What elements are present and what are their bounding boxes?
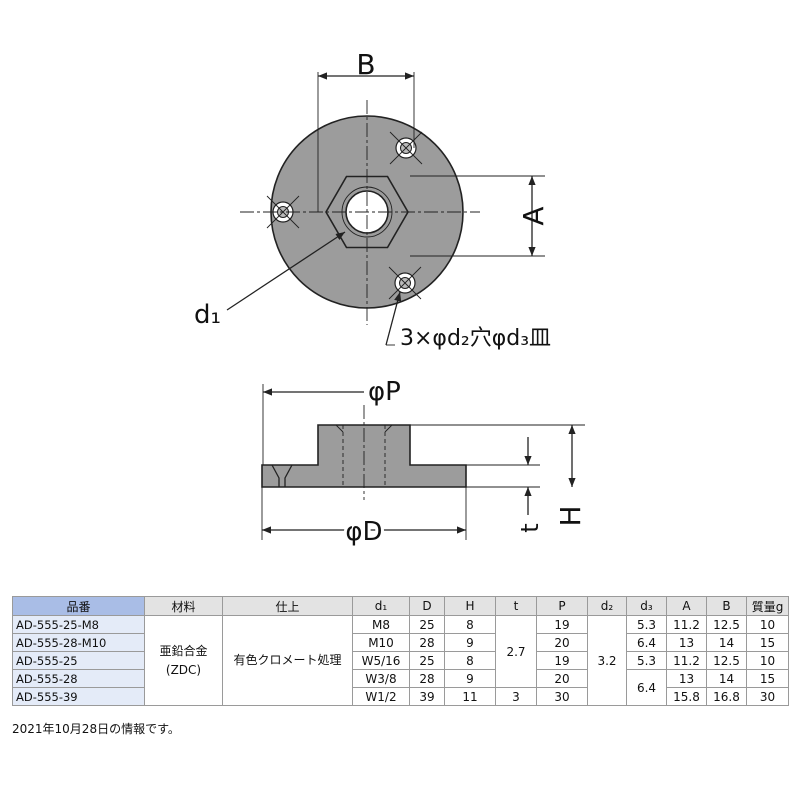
cell-a: 11.2 xyxy=(666,615,707,634)
material-text: 亜鉛合金 (ZDC) xyxy=(159,643,208,677)
header-p: P xyxy=(536,596,588,616)
cell-mass: 10 xyxy=(746,615,789,634)
cell-d2-merged: 3.2 xyxy=(587,615,627,706)
cell-code: AD-555-28-M10 xyxy=(12,633,145,652)
cell-d: 25 xyxy=(409,651,445,670)
cell-code: AD-555-28 xyxy=(12,669,145,688)
table-header-row: 品番 材料 仕上 d₁ D H t P d₂ d₃ A B 質量g xyxy=(12,596,789,616)
cell-p: 30 xyxy=(536,687,588,706)
cell-h: 8 xyxy=(444,651,496,670)
cell-b: 14 xyxy=(706,633,747,652)
top-view: B A d₁ 3×φd₂穴φd₃皿 xyxy=(194,48,551,351)
header-b: B xyxy=(706,596,747,616)
cell-material: 亜鉛合金 (ZDC) xyxy=(144,615,223,706)
cell-p: 19 xyxy=(536,651,588,670)
cell-a: 13 xyxy=(666,633,707,652)
side-view: φP φD t H xyxy=(261,377,587,550)
cell-b: 16.8 xyxy=(706,687,747,706)
header-material: 材料 xyxy=(144,596,223,616)
cell-b: 12.5 xyxy=(706,615,747,634)
dim-d-label: φD xyxy=(345,517,382,547)
cell-d1: W5/16 xyxy=(352,651,410,670)
dim-b-label: B xyxy=(356,48,375,81)
cell-mass: 15 xyxy=(746,669,789,688)
cell-code: AD-555-39 xyxy=(12,687,145,706)
spec-table: 品番 材料 仕上 d₁ D H t P d₂ d₃ A B 質量g AD-555… xyxy=(12,596,789,706)
cell-mass: 30 xyxy=(746,687,789,706)
cell-p: 19 xyxy=(536,615,588,634)
cell-h: 9 xyxy=(444,669,496,688)
cell-a: 11.2 xyxy=(666,651,707,670)
cell-mass: 15 xyxy=(746,633,789,652)
dim-h-label: H xyxy=(554,505,587,526)
cell-d3: 5.3 xyxy=(626,615,667,634)
table-row: AD-555-28 W3/8 28 9 20 6.4 13 14 15 xyxy=(12,669,789,706)
dim-d1-label: d₁ xyxy=(194,300,221,330)
header-d1: d₁ xyxy=(352,596,410,616)
header-code: 品番 xyxy=(12,596,145,616)
cell-d: 39 xyxy=(409,687,445,706)
cell-h: 8 xyxy=(444,615,496,634)
hole-note: 3×φd₂穴φd₃皿 xyxy=(400,326,551,351)
cell-p: 20 xyxy=(536,633,588,652)
header-h: H xyxy=(444,596,496,616)
table-row: AD-555-25 W5/16 25 8 19 5.3 11.2 12.5 10 xyxy=(12,651,789,670)
cell-code: AD-555-25 xyxy=(12,651,145,670)
cell-d1: M10 xyxy=(352,633,410,652)
table-row: AD-555-28-M10 M10 28 9 20 6.4 13 14 15 xyxy=(12,633,789,652)
cell-d1: W3/8 xyxy=(352,669,410,688)
cell-code: AD-555-25-M8 xyxy=(12,615,145,634)
dim-t-label: t xyxy=(516,523,544,532)
cell-mass: 10 xyxy=(746,651,789,670)
dim-p-label: φP xyxy=(368,377,401,407)
cell-t: 3 xyxy=(495,687,537,706)
cell-b: 12.5 xyxy=(706,651,747,670)
header-finish: 仕上 xyxy=(222,596,353,616)
header-d2: d₂ xyxy=(587,596,627,616)
table-row: AD-555-39 W1/2 39 11 3 30 15.8 16.8 30 xyxy=(12,687,789,706)
dim-a-label: A xyxy=(517,206,550,225)
cell-d3: 6.4 xyxy=(626,633,667,652)
technical-drawing: B A d₁ 3×φd₂穴φd₃皿 φP φD xyxy=(194,48,587,550)
cell-d: 28 xyxy=(409,633,445,652)
header-d3: d₃ xyxy=(626,596,667,616)
cell-p: 20 xyxy=(536,669,588,688)
countersunk-hole-top xyxy=(389,131,423,165)
cell-finish: 有色クロメート処理 xyxy=(222,615,353,706)
header-a: A xyxy=(666,596,707,616)
cell-h: 11 xyxy=(444,687,496,706)
cell-d3-merged: 6.4 xyxy=(626,669,667,706)
cell-a: 15.8 xyxy=(666,687,707,706)
cell-d1: M8 xyxy=(352,615,410,634)
table-row: AD-555-25-M8 亜鉛合金 (ZDC) 有色クロメート処理 M8 25 … xyxy=(12,615,789,706)
cell-b: 14 xyxy=(706,669,747,688)
info-date-note: 2021年10月28日の情報です。 xyxy=(12,722,180,736)
cell-t-merged: 2.7 xyxy=(495,615,537,688)
cell-a: 13 xyxy=(666,669,707,688)
header-t: t xyxy=(495,596,537,616)
header-mass: 質量g xyxy=(746,596,789,616)
cell-d: 25 xyxy=(409,615,445,634)
countersunk-hole-bottom xyxy=(388,266,422,300)
cell-d3: 5.3 xyxy=(626,651,667,670)
cell-d1: W1/2 xyxy=(352,687,410,706)
cell-d: 28 xyxy=(409,669,445,688)
cell-h: 9 xyxy=(444,633,496,652)
header-d: D xyxy=(409,596,445,616)
